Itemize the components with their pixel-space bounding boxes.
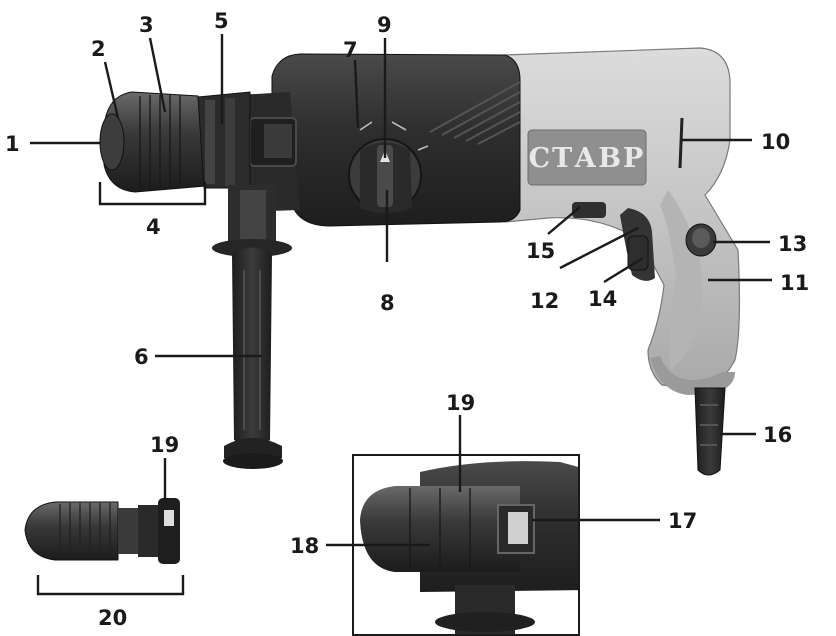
callout-1: 1 [5,132,20,156]
spare-chuck [24,498,180,564]
chuck-tip [99,113,125,171]
callout-4: 4 [146,215,161,239]
callout-17: 17 [668,509,697,533]
detail-inset [352,454,580,636]
callout-numbers: 1 2 3 4 5 6 7 8 9 10 11 12 13 14 15 16 1… [5,9,809,630]
callout-13: 13 [778,232,807,256]
callout-18: 18 [290,534,319,558]
callout-11: 11 [780,271,809,295]
callout-5: 5 [214,9,229,33]
grip-hook [650,356,735,395]
callout-20: 20 [98,606,127,630]
mode-symbols [359,121,429,151]
leader-lines [30,34,772,596]
callout-8: 8 [380,291,395,315]
callout-19-chuck: 19 [150,433,179,457]
auxiliary-handle [212,185,292,469]
callout-16: 16 [763,423,792,447]
rotary-hammer: СТАВР [99,47,741,476]
callout-12: 12 [530,289,559,313]
callout-6: 6 [134,345,149,369]
cord-protector [694,387,726,476]
callout-19-inset: 19 [446,391,475,415]
trigger-lock-button [627,235,649,271]
callout-10: 10 [761,130,790,154]
brand-label-plate [527,129,647,186]
brand-logo: СТАВР [529,143,646,174]
callout-7: 7 [343,38,358,62]
callout-15: 15 [526,239,555,263]
vent-slats [429,81,521,145]
callout-14: 14 [588,287,617,311]
callout-3: 3 [139,13,154,37]
reverse-switch [572,202,606,218]
callout-9: 9 [377,13,392,37]
chuck-grip-ribs [139,95,181,190]
callout-2: 2 [91,37,106,61]
